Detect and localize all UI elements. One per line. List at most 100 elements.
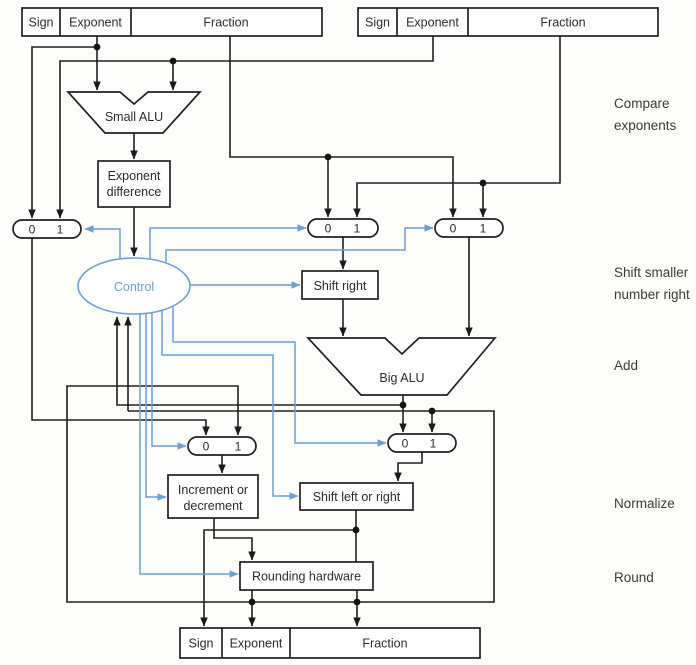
exponent-difference-box: Exponent difference: [97, 160, 171, 208]
control-wire-mux-frac-a-select: [149, 224, 307, 268]
increment-decrement-label-line1: Increment or: [178, 483, 248, 497]
control-unit: Control: [77, 257, 191, 315]
junction-dot: [479, 179, 487, 187]
mux-frac-b-0: 0: [450, 222, 457, 236]
wire-increment-to-rounding: [213, 518, 256, 561]
register-operand-a: Sign Exponent Fraction: [21, 7, 323, 37]
junction-dot: [93, 43, 101, 51]
mux-frac-b-shape: [434, 218, 504, 238]
small-alu: Small ALU: [66, 91, 202, 134]
small-alu-shape: [66, 91, 202, 134]
increment-decrement-box: Increment or decrement: [167, 474, 259, 519]
register-b-frame: [357, 7, 659, 37]
junction-dot: [352, 526, 360, 534]
shift-right-label: Shift right: [314, 279, 367, 293]
stage-labels: Compare exponents Shift smaller number r…: [614, 96, 690, 585]
register-b-fraction-label: Fraction: [540, 16, 585, 30]
register-b-sign-label: Sign: [365, 16, 390, 30]
mux-fraction-b: 0 1: [434, 218, 504, 238]
register-a-exponent-label: Exponent: [69, 16, 122, 30]
wire-right-exponent-to-mux-exp-1: [56, 36, 434, 219]
exponent-difference-frame: [97, 160, 171, 208]
register-result-frame: [179, 627, 481, 659]
control-wire-mux-incr-select: [151, 306, 187, 450]
stage-add: Add: [614, 358, 638, 373]
wires-control: [84, 224, 434, 578]
shift-left-right-frame: [299, 482, 414, 511]
stage-round: Round: [614, 570, 654, 585]
control-ellipse: [77, 257, 191, 315]
big-alu-shape: [306, 337, 497, 396]
control-wire-shift-left-right: [161, 303, 299, 500]
register-a-fraction-label: Fraction: [203, 16, 248, 30]
wire-big-alu-result-to-control: [113, 316, 403, 406]
stage-shift-line2: number right: [614, 287, 690, 302]
register-result: Sign Exponent Fraction: [179, 627, 481, 659]
control-label: Control: [114, 280, 154, 294]
mux-frac-a-0: 0: [325, 222, 332, 236]
big-alu-label: Big ALU: [379, 371, 424, 385]
mux-incr-shape: [187, 436, 257, 456]
mux-incr-1: 1: [235, 440, 242, 454]
stage-compare-line1: Compare: [614, 96, 670, 111]
wire-mux-exp-out-to-mux-incr-0: [31, 238, 210, 436]
junction-dot: [353, 598, 361, 606]
register-a-sign-label: Sign: [28, 16, 53, 30]
rounding-hardware-frame: [239, 561, 374, 591]
junction-dot: [428, 407, 436, 415]
control-wire-rounding: [139, 308, 239, 578]
shift-right-box: Shift right: [301, 270, 379, 300]
mux-exp-shape: [12, 219, 82, 239]
increment-decrement-frame: [167, 474, 259, 519]
junction-dot: [324, 153, 332, 161]
exponent-difference-label-line2: difference: [107, 185, 162, 199]
stage-compare-line2: exponents: [614, 118, 677, 133]
big-alu: Big ALU: [306, 337, 497, 396]
mux-incr-0: 0: [203, 440, 210, 454]
stage-normalize: Normalize: [614, 496, 675, 511]
register-a-frame: [21, 7, 323, 37]
mux-norm-0: 0: [402, 437, 409, 451]
mux-fraction-a: 0 1: [307, 218, 379, 238]
control-wire-mux-frac-b-select: [165, 224, 434, 272]
wire-to-result-sign: [200, 529, 356, 627]
register-result-fraction-label: Fraction: [362, 637, 407, 651]
mux-exp-0: 0: [29, 223, 36, 237]
wire-mux-norm-to-shift-left-right: [394, 452, 423, 482]
shift-left-right-label: Shift left or right: [313, 490, 401, 504]
stage-shift-line1: Shift smaller: [614, 265, 689, 280]
register-operand-b: Sign Exponent Fraction: [357, 7, 659, 37]
mux-frac-a-1: 1: [354, 222, 361, 236]
wire-left-fraction-bus: [229, 36, 457, 218]
mux-normalize: 0 1: [387, 433, 457, 453]
mux-frac-a-shape: [307, 218, 379, 238]
shift-left-right-box: Shift left or right: [299, 482, 414, 511]
junction-dot: [248, 598, 256, 606]
shift-right-frame: [301, 270, 379, 300]
wires-data: [28, 36, 561, 627]
register-b-exponent-label: Exponent: [406, 16, 459, 30]
mux-exponent-select: 0 1: [12, 219, 82, 239]
mux-frac-b-1: 1: [480, 222, 487, 236]
control-wire-increment: [145, 308, 167, 501]
mux-increment: 0 1: [187, 436, 257, 456]
control-wire-mux-norm-select: [172, 298, 387, 447]
mux-exp-1: 1: [57, 223, 64, 237]
mux-norm-1: 1: [430, 437, 437, 451]
junction-dots: [93, 43, 487, 606]
junction-dot: [399, 401, 407, 409]
register-result-exponent-label: Exponent: [230, 637, 283, 651]
increment-decrement-label-line2: decrement: [183, 499, 243, 513]
small-alu-label: Small ALU: [105, 110, 163, 124]
control-wire-mux-exp-select: [84, 225, 121, 268]
rounding-hardware-label: Rounding hardware: [252, 570, 361, 584]
register-result-sign-label: Sign: [188, 637, 213, 651]
rounding-hardware-box: Rounding hardware: [239, 561, 374, 591]
wire-left-exponent-to-mux-exp-0: [28, 46, 97, 219]
wire-result-feedback-bus: [66, 385, 495, 603]
wire-right-fraction-bus: [353, 36, 561, 218]
mux-norm-shape: [387, 433, 457, 453]
exponent-difference-label-line1: Exponent: [108, 169, 161, 183]
